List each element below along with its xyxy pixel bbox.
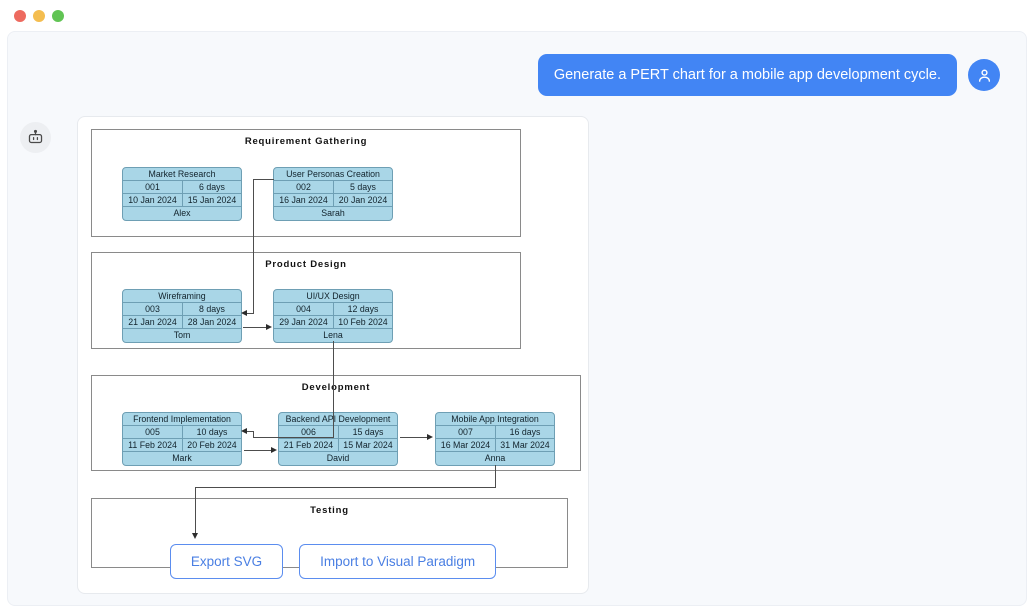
task-id: 003 <box>145 303 160 314</box>
task-id: 004 <box>296 303 311 314</box>
edge-004-005-segment <box>253 431 254 438</box>
task-name: Frontend Implementation <box>133 413 231 424</box>
edge-007-testing-arrowhead <box>191 533 198 539</box>
diagram-actions: Export SVG Import to Visual Paradigm <box>78 544 588 579</box>
task-end-date: 15 Mar 2024 <box>338 439 397 451</box>
task-start-date: 11 Feb 2024 <box>128 439 177 450</box>
task-end-date: 20 Jan 2024 <box>333 194 392 206</box>
import-to-visual-paradigm-button[interactable]: Import to Visual Paradigm <box>299 544 497 579</box>
edge-002-003-arrowhead <box>241 309 247 316</box>
user-message-row: Generate a PERT chart for a mobile app d… <box>537 54 1000 97</box>
edge-007-testing-segment <box>195 487 496 488</box>
task-duration: 5 days <box>333 181 392 193</box>
minimize-window-button[interactable] <box>33 9 45 22</box>
edge-005-006-arrowhead <box>271 446 277 453</box>
task-duration: 6 days <box>182 181 241 193</box>
task-node-006[interactable]: Backend API Development 006 15 days 21 F… <box>278 412 398 466</box>
pert-chart: Requirement Gathering Market Research 00… <box>78 117 588 593</box>
edge-002-003-segment <box>253 179 274 180</box>
edge-007-testing-segment <box>195 487 196 535</box>
task-end-date: 31 Mar 2024 <box>495 439 554 451</box>
edge-005-006-segment <box>244 450 272 451</box>
task-name: Mobile App Integration <box>451 413 539 424</box>
task-name: Wireframing <box>158 290 206 301</box>
task-owner: Sarah <box>321 208 345 219</box>
traffic-lights <box>14 9 64 22</box>
user-icon <box>978 69 990 82</box>
edge-003-004-arrowhead <box>266 323 272 330</box>
edge-002-003-segment <box>246 313 254 314</box>
task-id: 005 <box>145 426 160 437</box>
task-owner: Tom <box>173 330 191 341</box>
swimlane-title: Requirement Gathering <box>244 136 368 147</box>
task-owner: Mark <box>172 453 192 464</box>
edge-004-005-segment <box>253 437 334 438</box>
task-node-004[interactable]: UI/UX Design 004 12 days 29 Jan 2024 10 … <box>273 289 393 343</box>
task-duration: 16 days <box>495 426 554 438</box>
maximize-window-button[interactable] <box>52 9 64 22</box>
task-node-001[interactable]: Market Research 001 6 days 10 Jan 2024 1… <box>122 167 242 221</box>
close-window-button[interactable] <box>14 9 26 22</box>
task-duration: 8 days <box>182 303 241 315</box>
task-owner: Alex <box>173 208 191 219</box>
task-start-date: 21 Feb 2024 <box>283 439 334 450</box>
swimlane-title: Product Design <box>265 259 347 270</box>
edge-006-007-arrowhead <box>427 433 433 440</box>
title-bar <box>0 0 1034 31</box>
task-node-003[interactable]: Wireframing 003 8 days 21 Jan 2024 28 Ja… <box>122 289 242 343</box>
swimlane-development: Development <box>91 375 581 471</box>
task-id: 001 <box>145 181 160 192</box>
edge-002-003-segment <box>253 179 254 313</box>
task-start-date: 10 Jan 2024 <box>128 194 177 205</box>
task-end-date: 10 Feb 2024 <box>333 316 392 328</box>
task-start-date: 29 Jan 2024 <box>279 316 328 327</box>
edge-007-testing-segment <box>495 465 496 487</box>
assistant-answer-card: Requirement Gathering Market Research 00… <box>77 116 589 594</box>
task-end-date: 15 Jan 2024 <box>182 194 241 206</box>
task-start-date: 16 Jan 2024 <box>279 194 328 205</box>
task-id: 007 <box>458 426 473 437</box>
task-start-date: 21 Jan 2024 <box>128 316 177 327</box>
assistant-avatar <box>20 122 51 153</box>
task-name: Market Research <box>148 168 216 179</box>
task-end-date: 20 Feb 2024 <box>182 439 241 451</box>
user-avatar <box>968 59 1000 92</box>
task-end-date: 28 Jan 2024 <box>182 316 241 328</box>
task-id: 002 <box>296 181 311 192</box>
chat-canvas: Generate a PERT chart for a mobile app d… <box>7 31 1027 606</box>
user-message-bubble: Generate a PERT chart for a mobile app d… <box>537 54 957 97</box>
swimlane-product-design: Product Design <box>91 252 521 349</box>
task-duration: 10 days <box>182 426 241 438</box>
edge-004-005-segment <box>246 431 254 432</box>
edge-004-005-segment <box>333 341 334 437</box>
task-name: Backend API Development <box>285 413 391 424</box>
export-svg-button[interactable]: Export SVG <box>169 544 284 579</box>
swimlane-title: Testing <box>310 505 349 516</box>
swimlane-requirement-gathering: Requirement Gathering <box>91 129 521 237</box>
swimlane-title: Development <box>301 382 371 393</box>
task-owner: David <box>326 453 350 464</box>
diagram-scroll-area[interactable]: Requirement Gathering Market Research 00… <box>78 117 588 593</box>
task-owner: Lena <box>323 330 343 341</box>
robot-icon <box>28 129 43 144</box>
task-start-date: 16 Mar 2024 <box>440 439 491 450</box>
task-node-002[interactable]: User Personas Creation 002 5 days 16 Jan… <box>273 167 393 221</box>
task-duration: 15 days <box>338 426 397 438</box>
edge-006-007-segment <box>400 437 428 438</box>
edge-004-005-arrowhead <box>241 427 247 434</box>
task-id: 006 <box>301 426 316 437</box>
task-node-007[interactable]: Mobile App Integration 007 16 days 16 Ma… <box>435 412 555 466</box>
task-name: User Personas Creation <box>286 168 380 179</box>
task-name: UI/UX Design <box>306 290 360 301</box>
task-node-005[interactable]: Frontend Implementation 005 10 days 11 F… <box>122 412 242 466</box>
task-owner: Anna <box>484 453 506 464</box>
edge-003-004-segment <box>243 327 267 328</box>
task-duration: 12 days <box>333 303 392 315</box>
